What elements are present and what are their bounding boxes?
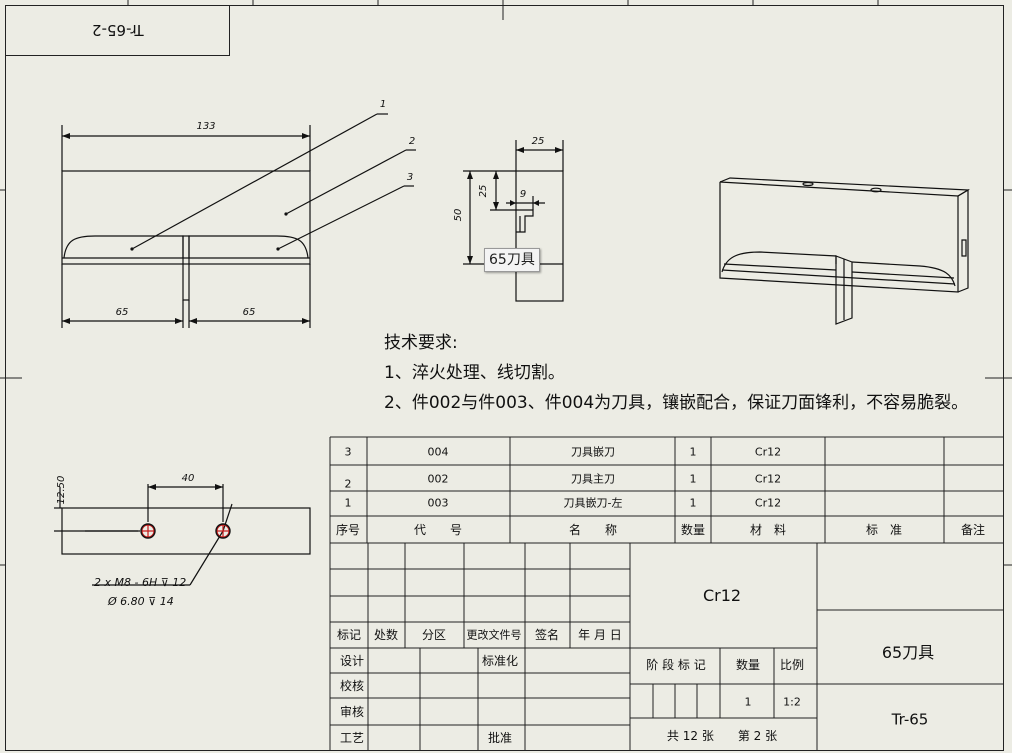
- rev-header-mark: 标记: [336, 628, 362, 642]
- bom-header-name: 名 称: [568, 523, 618, 537]
- rev-header-doc: 更改文件号: [466, 628, 522, 642]
- title-block-grid: [329, 436, 1003, 750]
- bom-row-1-seq: 3: [344, 445, 352, 459]
- dim-front-left: 65: [115, 307, 129, 318]
- role-design: 设计: [339, 654, 365, 668]
- bom-header-seq: 序号: [335, 523, 361, 537]
- rev-header-date: 年 月 日: [578, 628, 622, 642]
- bom-row-1-material: Cr12: [754, 445, 782, 459]
- dim-front-width: 133: [196, 121, 216, 132]
- bottom-view: [54, 484, 311, 586]
- balloon-3: 3: [406, 172, 414, 183]
- title-part-name: 65刀具: [881, 643, 935, 662]
- role-approve: 批准: [487, 731, 513, 745]
- bom-row-3-material: Cr12: [754, 496, 782, 510]
- side-view: [463, 140, 564, 302]
- balloon-2: 2: [408, 136, 416, 147]
- bom-header-code: 代 号: [413, 523, 463, 537]
- bom-row-3-qty: 1: [689, 496, 697, 510]
- part-tooltip: 65刀具: [484, 248, 540, 272]
- scale-label: 比例: [779, 658, 805, 672]
- dim-bottom-spacing: 40: [181, 473, 195, 484]
- mirrored-drawing-code: Tr-65-2: [92, 21, 144, 39]
- bom-row-2-material: Cr12: [754, 472, 782, 486]
- front-view: [61, 113, 416, 328]
- bom-row-2-code: 002: [427, 472, 449, 486]
- title-material: Cr12: [702, 586, 742, 605]
- dim-side-height: 50: [453, 208, 464, 222]
- weight-label: 数量: [735, 658, 761, 672]
- role-standardize: 标准化: [481, 654, 519, 668]
- bom-row-3-code: 003: [427, 496, 449, 510]
- bom-row-1-code: 004: [427, 445, 449, 459]
- bom-row-2-qty: 1: [689, 472, 697, 486]
- scale-value: 1:2: [783, 695, 801, 709]
- dim-side-slot: 9: [519, 189, 527, 200]
- dim-side-upper: 25: [478, 184, 489, 198]
- notes-line-1: 1、淬火处理、线切割。: [384, 363, 565, 383]
- rev-header-zone: 分区: [421, 628, 447, 642]
- balloon-1: 1: [379, 99, 387, 110]
- role-review: 审核: [339, 705, 365, 719]
- dim-bottom-edge: 12.50: [56, 475, 67, 505]
- dim-side-top: 25: [531, 136, 545, 147]
- thread-callout: 2 x M8 - 6H ⊽ 12: [94, 576, 187, 589]
- sheet-count: 共 12 张 第 2 张: [666, 729, 778, 743]
- notes-title: 技术要求:: [384, 333, 458, 353]
- isometric-view: [719, 177, 970, 325]
- bom-header-standard: 标 准: [865, 523, 903, 537]
- rev-header-count: 处数: [373, 628, 399, 642]
- bom-row-1-name: 刀具嵌刀: [571, 445, 615, 459]
- bom-row-2-seq: 2: [344, 477, 352, 491]
- mirror-code-box: [5, 5, 230, 56]
- hole-markers: [141, 524, 230, 538]
- rev-header-sign: 签名: [534, 628, 560, 642]
- title-drawing-number: Tr-65: [891, 710, 929, 729]
- stage-label: 阶 段 标 记: [646, 658, 706, 672]
- bom-header-qty: 数量: [680, 523, 706, 537]
- bom-header-remark: 备注: [960, 523, 986, 537]
- bom-row-1-qty: 1: [689, 445, 697, 459]
- bom-header-material: 材 料: [749, 523, 787, 537]
- dim-front-right: 65: [242, 307, 256, 318]
- notes-line-2: 2、件002与件003、件004为刀具，镶嵌配合，保证刀面锋利，不容易脆裂。: [384, 393, 969, 413]
- bom-row-2-name: 刀具主刀: [571, 472, 615, 486]
- role-process: 工艺: [339, 731, 365, 745]
- role-check: 校核: [339, 679, 365, 693]
- drill-callout: Ø 6.80 ⊽ 14: [108, 595, 174, 608]
- weight-value: 1: [744, 695, 752, 709]
- bom-row-3-seq: 1: [344, 496, 352, 510]
- bom-row-3-name: 刀具嵌刀-左: [563, 496, 623, 510]
